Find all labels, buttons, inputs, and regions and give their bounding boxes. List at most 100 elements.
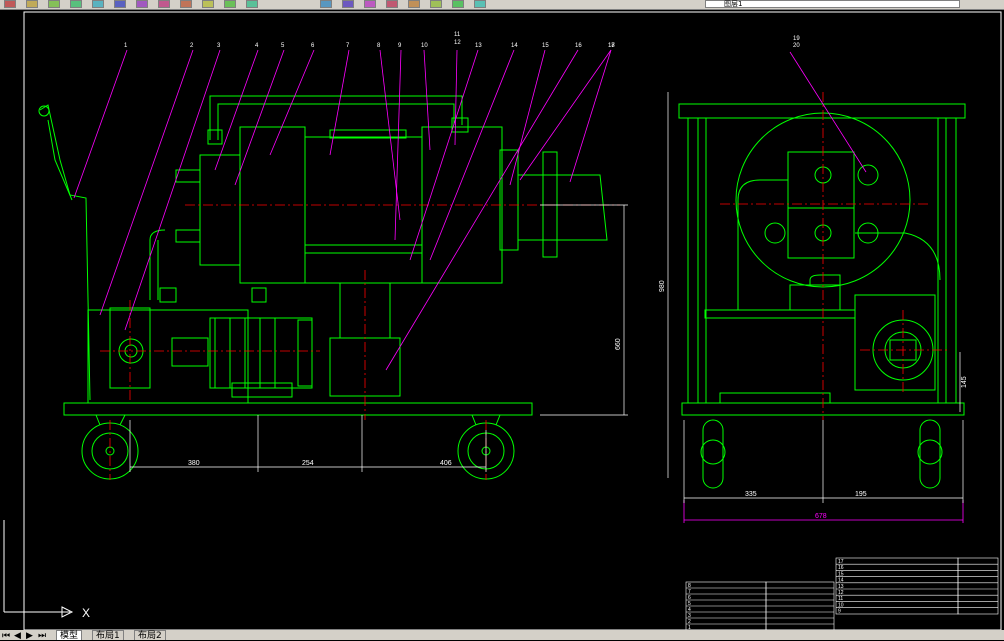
match-icon[interactable] [180,0,192,8]
layer-dropdown[interactable]: 图层1 [705,0,960,8]
save-icon[interactable] [48,0,60,8]
prev-tab-icon[interactable]: ◀ [14,631,21,641]
properties-icon[interactable] [386,0,398,8]
title-block-row-number: 9 [838,609,841,615]
open-icon[interactable] [26,0,38,8]
balloon-19: 19 [793,36,800,42]
balloon-7: 7 [346,43,350,49]
side-frame-top [678,103,966,119]
leader-line [423,49,431,151]
balloon-18: 18 [608,43,615,49]
balloon-15: 15 [542,43,549,49]
balloon-14: 14 [511,43,518,49]
balloon-8: 8 [377,43,381,49]
ucs-icon [3,520,74,618]
leader-line [569,49,612,183]
outlet-flange [542,151,558,258]
zoom-icon[interactable] [320,0,332,8]
next-tab-icon[interactable]: ▶ [26,631,33,641]
side-centerlines [720,92,950,420]
tab-model[interactable]: 模型 [56,630,83,641]
leader-line [214,49,259,171]
title-block-row-number: 15 [838,571,844,577]
dim-195: 195 [855,491,867,498]
front-dimensions [129,204,628,472]
filter-body-mid [304,136,423,284]
leader-line [234,49,285,186]
side-view [678,103,966,489]
zoom-window-icon[interactable] [342,0,354,8]
leader-line [379,49,401,221]
dim-380: 380 [188,460,200,467]
tab-layout1-label: 布局1 [96,631,120,641]
balloon-13: 13 [475,43,482,49]
dim-980: 980 [659,280,666,292]
copy-icon[interactable] [136,0,148,8]
redo-icon[interactable] [224,0,236,8]
tab-layout2-label: 布局2 [138,631,162,641]
title-block-row-number: 10 [838,602,844,608]
layout-tabs: ⏮ ◀ ▶ ⏭ 模型 布局1 布局2 [0,630,1004,641]
color-icon[interactable] [474,0,486,8]
first-tab-icon[interactable]: ⏮ [2,631,11,641]
dim-335: 335 [745,491,757,498]
title-block-row-number: 13 [838,584,844,590]
balloon-17: 17 [608,43,615,49]
balloon-2: 2 [190,43,194,49]
title-block-row-number: 2 [688,619,691,625]
zoom-prev-icon[interactable] [364,0,376,8]
title-block-row-number: 5 [688,601,691,607]
cut-icon[interactable] [114,0,126,8]
side-wheel-left [700,439,726,465]
motor [209,317,313,389]
tab-layout1[interactable]: 布局1 [92,630,124,641]
balloon-6: 6 [311,43,315,49]
balloon-11: 11 [454,32,461,38]
dim-660: 660 [615,338,622,350]
preview-icon[interactable] [92,0,104,8]
dim-254: 254 [302,460,314,467]
front-dimension-text: 380 254 406 660 [188,338,622,467]
drawing-border [23,11,1002,630]
title-block-row-number: 4 [688,607,691,613]
undo-icon[interactable] [202,0,214,8]
side-dimension-text: 980 335 195 678 145 [659,280,968,520]
tab-layout2[interactable]: 布局2 [134,630,166,641]
tool-palette-icon[interactable] [430,0,442,8]
title-block-row-number: 7 [688,589,691,595]
paste-icon[interactable] [158,0,170,8]
balloon-9: 9 [398,43,402,49]
title-block-row-number: 14 [838,578,844,584]
leader-line [454,49,458,146]
title-block-row-number: 16 [838,565,844,571]
leader-line [124,49,221,331]
title-block-row-number: 6 [688,595,691,601]
side-dimensions [667,92,964,503]
title-block-row-number: 8 [688,583,691,589]
side-balloons: 19 20 [793,36,800,49]
ucs-x-label: X [82,606,90,620]
last-tab-icon[interactable]: ⏭ [38,631,47,641]
new-icon[interactable] [4,0,16,8]
balloon-12: 12 [454,40,461,46]
top-pipe [209,95,463,140]
tab-model-label: 模型 [60,631,79,641]
print-icon[interactable] [70,0,82,8]
layer-name: 图层1 [724,0,743,8]
leader-line [269,49,315,156]
leader-line [509,49,546,186]
leader-line [329,49,350,156]
cart-handle [39,104,91,401]
base-plate [63,402,533,416]
leader-line [385,49,579,371]
front-leaders [73,49,612,371]
balloon-5: 5 [281,43,285,49]
leader-line [73,49,128,199]
design-center-icon[interactable] [408,0,420,8]
dim-406: 406 [440,460,452,467]
layer-icon[interactable] [452,0,464,8]
balloon-16: 16 [575,43,582,49]
pan-icon[interactable] [246,0,258,8]
